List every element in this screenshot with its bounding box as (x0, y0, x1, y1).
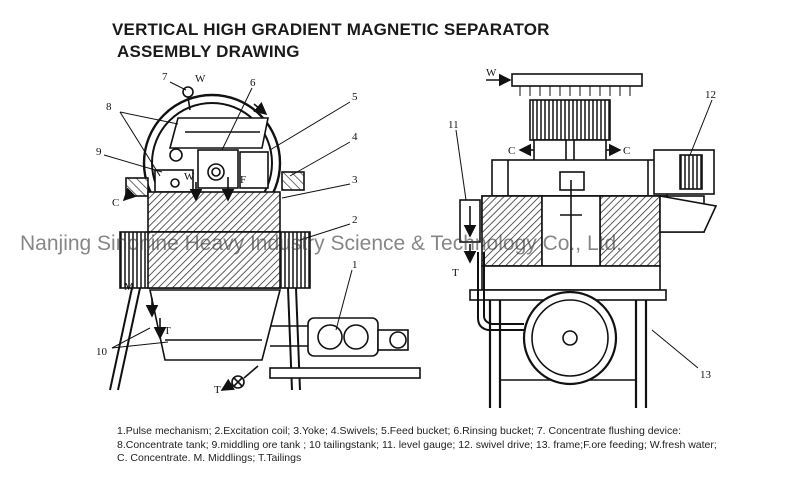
part-13-label: 13 (700, 369, 712, 381)
company-watermark: Nanjing Sinonine Heavy Industry Science … (20, 232, 622, 255)
water-w-inner-label: W (184, 171, 195, 183)
water-w-label: W (195, 73, 206, 85)
part-1-label: 1 (352, 259, 358, 271)
water-w-right-label: W (486, 67, 497, 79)
feed-f-label: F (240, 174, 246, 186)
right-view (455, 73, 718, 408)
title-line-2: ASSEMBLY DRAWING (117, 42, 300, 61)
concentrate-c-label: C (112, 197, 119, 209)
left-view-labels: 7 W 6 5 8 4 9 3 2 1 10 C W F M T T (96, 71, 358, 396)
part-9-label: 9 (96, 146, 102, 158)
right-view-labels: W 12 11 13 C C T (448, 67, 716, 381)
tailings-t-label: T (164, 325, 171, 337)
part-2-label: 2 (352, 214, 358, 226)
middlings-m-label: M (124, 281, 134, 293)
part-3-label: 3 (352, 174, 358, 186)
part-10-label: 10 (96, 346, 108, 358)
part-11-label: 11 (448, 119, 459, 131)
part-8-label: 8 (106, 101, 112, 113)
part-6-label: 6 (250, 77, 256, 89)
tailings-t-bottom-label: T (214, 384, 221, 396)
parts-legend: 1.Pulse mechanism; 2.Excitation coil; 3.… (117, 425, 717, 464)
part-12-label: 12 (705, 89, 716, 101)
part-7-label: 7 (162, 71, 168, 83)
concentrate-c-left-label: C (508, 145, 515, 157)
title-line-1: VERTICAL HIGH GRADIENT MAGNETIC SEPARATO… (112, 20, 550, 39)
concentrate-c-right-label: C (623, 145, 630, 157)
part-5-label: 5 (352, 91, 358, 103)
part-4-label: 4 (352, 131, 358, 143)
left-view (103, 81, 421, 391)
tailings-t-right-label: T (452, 267, 459, 279)
